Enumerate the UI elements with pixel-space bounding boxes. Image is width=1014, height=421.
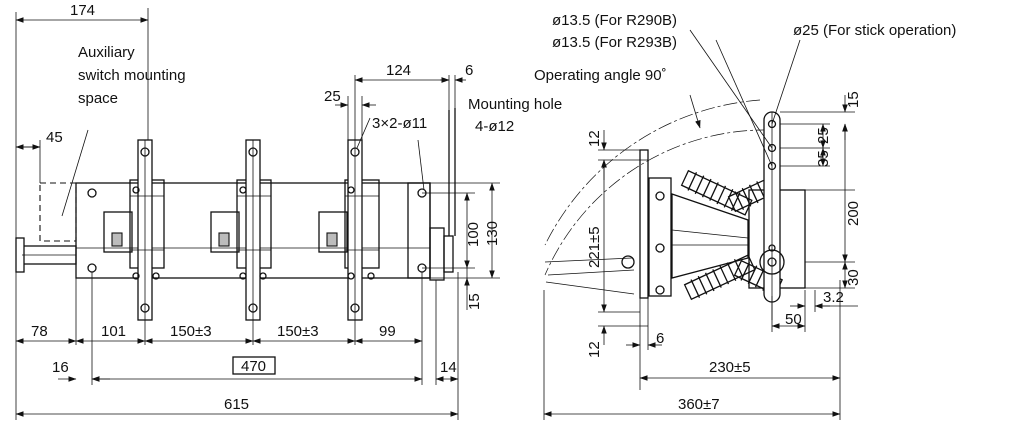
dim-470: 470 (241, 358, 266, 375)
side-dim-50: 50 (785, 311, 802, 328)
dim-100: 100 (465, 222, 482, 247)
pole-3 (318, 139, 380, 321)
dim-615: 615 (224, 396, 249, 413)
lower-insulator (683, 254, 756, 301)
side-dim-360: 360±7 (678, 396, 720, 413)
dim-45: 45 (46, 129, 63, 146)
side-base (648, 177, 672, 297)
front-view: 174 45 124 6 25 100 130 15 78 101 150±3 … (15, 2, 562, 420)
dim-150-b: 150±3 (277, 323, 319, 340)
dim-14: 14 (440, 359, 457, 376)
aux-label-line-3: space (78, 90, 118, 107)
aux-leader (61, 129, 89, 217)
side-dim-230: 230±5 (709, 359, 751, 376)
operating-angle-arc (544, 129, 771, 276)
side-dim-15: 15 (845, 91, 862, 108)
side-dim-200: 200 (845, 201, 862, 226)
dim-174: 174 (70, 2, 95, 19)
dim-101: 101 (101, 323, 126, 340)
side-dim-35: 35 (815, 150, 832, 167)
side-dim-12-top: 12 (586, 130, 603, 147)
aux-label-line-2: switch mounting (78, 67, 186, 84)
side-dim-30: 30 (845, 269, 862, 286)
pole-2 (210, 139, 272, 321)
base-end-plate (407, 182, 431, 279)
holes-3x2-label: 3×2-ø11 (372, 115, 427, 132)
operating-angle-label: Operating angle 90˚ (534, 67, 667, 84)
auxiliary-switch-space-outline (39, 182, 77, 242)
hole-stick-label: ø25 (For stick operation) (793, 22, 956, 39)
side-mounting-plate (639, 149, 649, 299)
side-dim-12-bottom: 12 (586, 341, 603, 358)
hole-r290b-label: ø13.5 (For R290B) (552, 12, 677, 29)
side-view: 12 221±5 12 6 230±5 360±7 15 25 35 200 3… (534, 12, 956, 420)
side-dim-6: 6 (656, 330, 664, 347)
dim-25: 25 (324, 88, 341, 105)
dim-150-a: 150±3 (170, 323, 212, 340)
basic-dimension-box (232, 356, 276, 375)
dim-15: 15 (466, 293, 483, 310)
mounting-hole-label-2: 4-ø12 (475, 118, 514, 135)
side-dim-25: 25 (815, 127, 832, 144)
dim-130: 130 (484, 221, 501, 246)
dim-99: 99 (379, 323, 396, 340)
dim-6: 6 (465, 62, 473, 79)
aux-label-line-1: Auxiliary (78, 44, 135, 61)
dim-16: 16 (52, 359, 69, 376)
mounting-hole-label-1: Mounting hole (468, 96, 562, 113)
side-dim-3-2: 3.2 (823, 289, 844, 306)
dim-124: 124 (386, 62, 411, 79)
side-dim-221: 221±5 (586, 226, 603, 268)
hole-r293b-label: ø13.5 (For R293B) (552, 34, 677, 51)
mounting-plate (429, 227, 445, 281)
pole-1 (103, 139, 165, 321)
dim-78: 78 (31, 323, 48, 340)
